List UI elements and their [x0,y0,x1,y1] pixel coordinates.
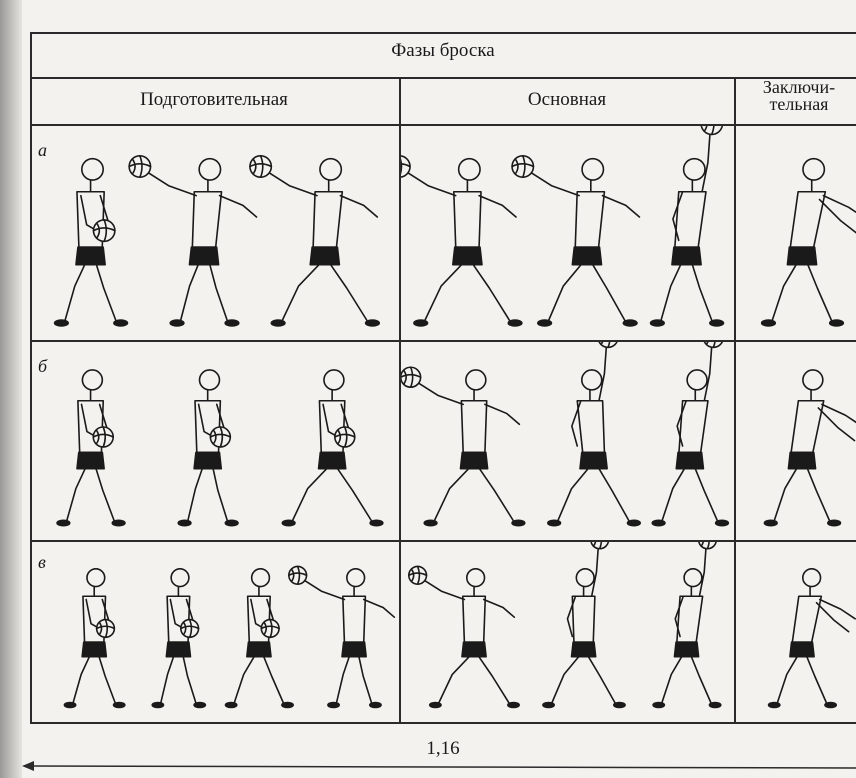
athlete-figure [151,568,207,709]
athlete-illustration [63,565,396,709]
athlete-figure [281,369,384,527]
phase-header-preparatory: Подготовительная [140,89,288,110]
athlete-figure [401,155,523,327]
athlete-figure [249,154,381,327]
athlete-figure [767,568,856,709]
header-divider [30,124,856,126]
athlete-figure [401,366,526,527]
phase-header-final-line2: тельная [769,94,829,114]
athlete-figure [56,369,126,527]
row-divider-1 [30,340,856,342]
athlete-figure [652,542,722,709]
row-divider-2 [30,540,856,542]
row-label-b: б [38,356,48,376]
cell-a-preparatory [32,126,398,339]
column-divider-2 [734,77,736,722]
athlete-illustration [767,568,856,709]
row-label-a: а [38,140,47,160]
athlete-illustration [760,157,856,327]
book-page: Фазы броска Подготовительная Основная За… [22,0,856,778]
table-left-border [30,32,32,722]
row-label-v: в [38,552,46,572]
athlete-figure [407,565,520,709]
cell-v-final [736,542,856,721]
title-divider [30,77,856,79]
cell-a-main [401,126,733,339]
athlete-illustration [407,542,722,709]
table-bottom-border [30,722,856,724]
phase-header-main: Основная [527,89,607,110]
cell-b-final [736,342,856,539]
phase-header-final-line1: Заключи- [762,77,836,97]
athlete-illustration [56,369,384,527]
athlete-figure [288,565,396,709]
table-top-border [30,32,856,34]
athlete-illustration [401,126,725,327]
athlete-figure [542,542,626,709]
time-axis-arrow [22,761,856,771]
cell-v-preparatory [32,542,398,721]
athlete-illustration [763,369,856,527]
throw-phases-figure: Фазы броска Подготовительная Основная За… [22,0,856,778]
table-title: Фазы броска [391,40,495,61]
column-divider-1 [399,77,401,722]
athlete-illustration [401,342,730,527]
athlete-figure [224,568,294,709]
cell-a-final [736,126,856,339]
figure-number: 1,16 [426,738,460,759]
athlete-figure [651,342,730,527]
athlete-figure [649,126,725,327]
athlete-figure [53,157,129,327]
athlete-figure [763,369,856,527]
cell-b-preparatory [32,342,398,539]
athlete-figure [760,157,856,327]
athlete-figure [177,369,239,527]
athlete-figure [511,154,641,327]
book-binding-shadow [0,0,22,778]
phase-header-final: Заключи- тельная [742,77,856,114]
cell-b-main [401,342,733,539]
athlete-figure [63,568,126,709]
athlete-figure [547,342,641,527]
athlete-figure [128,154,258,327]
athlete-illustration [53,154,381,327]
cell-v-main [401,542,733,721]
